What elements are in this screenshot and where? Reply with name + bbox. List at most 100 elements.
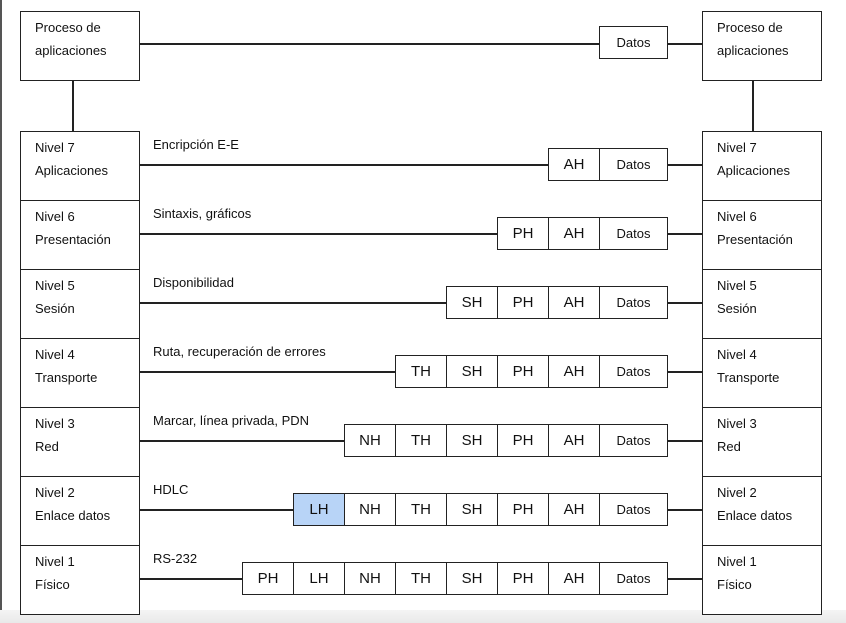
right-app-line2: aplicaciones [717, 43, 789, 58]
level-number: Nivel 3 [35, 416, 75, 431]
level-name: Físico [35, 577, 70, 592]
left-app-line2: aplicaciones [35, 43, 107, 58]
protocol-label: RS-232 [153, 551, 198, 566]
header-cell-ah: AH [548, 286, 600, 319]
level-number: Nivel 7 [717, 140, 757, 155]
header-cell-ah: AH [548, 493, 600, 526]
header-cell-ph: PH [497, 286, 549, 319]
bottom-strip [0, 610, 846, 623]
header-cell-th: TH [395, 424, 447, 457]
left-application-process-box: Proceso de aplicaciones [20, 11, 140, 81]
level-name: Red [717, 439, 741, 454]
level-connector-left [139, 233, 497, 235]
level-number: Nivel 3 [717, 416, 757, 431]
right-level-box: Nivel 3 Red [702, 407, 822, 477]
header-cell-ph: PH [497, 355, 549, 388]
page-left-edge [0, 0, 2, 610]
left-level-box: Nivel 6 Presentación [20, 200, 140, 270]
level-connector-right [667, 578, 703, 580]
level-number: Nivel 6 [35, 209, 75, 224]
header-cell-th: TH [395, 562, 447, 595]
level-name: Presentación [35, 232, 111, 247]
right-level-box: Nivel 6 Presentación [702, 200, 822, 270]
level-name: Transporte [35, 370, 98, 385]
level-connector-right [667, 164, 703, 166]
header-cell-ph: PH [497, 217, 549, 250]
header-cell-lh: LH [293, 493, 345, 526]
level-number: Nivel 4 [35, 347, 75, 362]
left-level-box: Nivel 3 Red [20, 407, 140, 477]
left-level-box: Nivel 1 Físico [20, 545, 140, 615]
level-name: Enlace datos [717, 508, 793, 523]
level-connector-left [139, 371, 395, 373]
level-number: Nivel 5 [717, 278, 757, 293]
level-name: Aplicaciones [35, 163, 108, 178]
level-connector-right [667, 302, 703, 304]
data-cell: Datos [599, 286, 668, 319]
level-name: Presentación [717, 232, 793, 247]
level-connector-right [667, 233, 703, 235]
header-cell-ah: AH [548, 424, 600, 457]
protocol-label: Encripción E-E [153, 137, 239, 152]
header-cell-ah: AH [548, 562, 600, 595]
level-connector-left [139, 509, 293, 511]
right-level-box: Nivel 7 Aplicaciones [702, 131, 822, 201]
level-number: Nivel 6 [717, 209, 757, 224]
top-connector-left [139, 43, 600, 45]
level-number: Nivel 2 [35, 485, 75, 500]
header-cell-sh: SH [446, 355, 498, 388]
right-level-box: Nivel 1 Físico [702, 545, 822, 615]
header-cell-ph: PH [497, 424, 549, 457]
right-app-line1: Proceso de [717, 20, 783, 35]
data-cell: Datos [599, 562, 668, 595]
data-cell: Datos [599, 424, 668, 457]
top-connector-right [667, 43, 703, 45]
header-cell-sh: SH [446, 493, 498, 526]
protocol-label: Disponibilidad [153, 275, 234, 290]
level-number: Nivel 7 [35, 140, 75, 155]
data-cell: Datos [599, 493, 668, 526]
left-vertical-connector [72, 80, 74, 132]
level-name: Enlace datos [35, 508, 111, 523]
header-cell-nh: NH [344, 562, 396, 595]
level-name: Sesión [717, 301, 757, 316]
level-connector-right [667, 509, 703, 511]
left-level-box: Nivel 7 Aplicaciones [20, 131, 140, 201]
data-cell: Datos [599, 148, 668, 181]
level-name: Físico [717, 577, 752, 592]
header-cell-ah: AH [548, 355, 600, 388]
level-name: Red [35, 439, 59, 454]
level-connector-right [667, 371, 703, 373]
left-level-box: Nivel 4 Transporte [20, 338, 140, 408]
header-cell-sh: SH [446, 562, 498, 595]
right-application-process-box: Proceso de aplicaciones [702, 11, 822, 81]
top-data-cell: Datos [599, 26, 668, 59]
data-cell: Datos [599, 355, 668, 388]
level-name: Sesión [35, 301, 75, 316]
protocol-label: Marcar, línea privada, PDN [153, 413, 310, 428]
level-connector-left [139, 164, 548, 166]
header-cell-ph: PH [497, 493, 549, 526]
left-level-box: Nivel 2 Enlace datos [20, 476, 140, 546]
level-name: Aplicaciones [717, 163, 790, 178]
header-cell-th: TH [395, 355, 447, 388]
level-connector-left [139, 578, 242, 580]
level-number: Nivel 1 [35, 554, 75, 569]
right-level-box: Nivel 5 Sesión [702, 269, 822, 339]
header-cell-ah: AH [548, 217, 600, 250]
right-vertical-connector [752, 80, 754, 132]
level-connector-left [139, 302, 446, 304]
left-app-line1: Proceso de [35, 20, 101, 35]
header-cell-sh: SH [446, 286, 498, 319]
level-number: Nivel 5 [35, 278, 75, 293]
protocol-label: HDLC [153, 482, 189, 497]
header-cell-ph: PH [242, 562, 294, 595]
header-cell-sh: SH [446, 424, 498, 457]
level-connector-left [139, 440, 344, 442]
left-level-box: Nivel 5 Sesión [20, 269, 140, 339]
header-cell-ah: AH [548, 148, 600, 181]
level-connector-right [667, 440, 703, 442]
level-number: Nivel 1 [717, 554, 757, 569]
